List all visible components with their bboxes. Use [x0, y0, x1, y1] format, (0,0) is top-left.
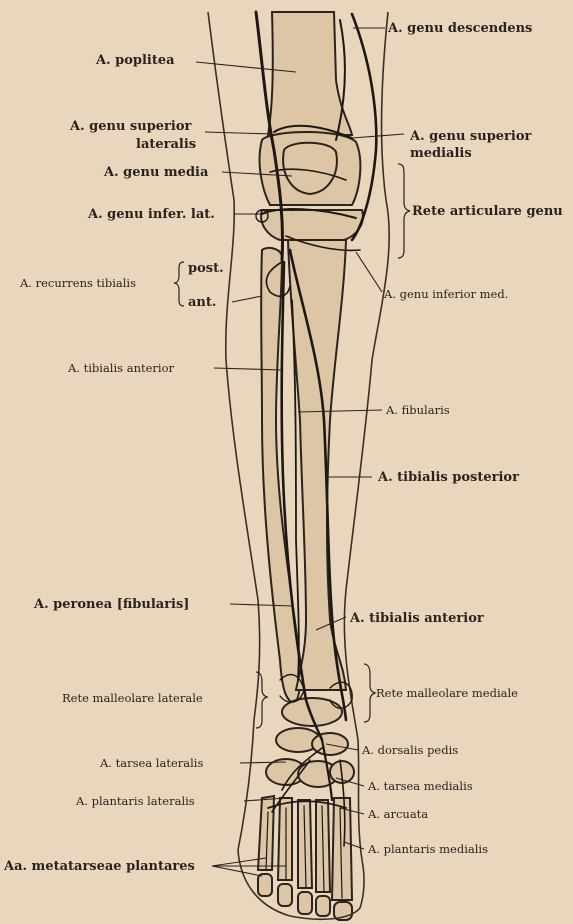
label-genu-media: A. genu media — [103, 165, 209, 180]
label-tarsea-lateralis: A. tarsea lateralis — [99, 756, 203, 770]
brace-rete-articulare-genu — [398, 164, 410, 258]
label-genu-superior-lateralis-1: A. genu superior — [69, 119, 192, 134]
label-arcuata: A. arcuata — [367, 807, 428, 821]
label-post: post. — [188, 261, 224, 276]
label-tarsea-medialis: A. tarsea medialis — [367, 779, 473, 793]
tibial-plateau — [261, 210, 363, 240]
label-genu-superior-medialis-2: medialis — [410, 146, 472, 161]
label-genu-superior-lateralis-2: lateralis — [136, 137, 196, 152]
skin-outline-lateral — [208, 12, 260, 850]
label-tibialis-anterior-upper: A. tibialis anterior — [67, 361, 175, 375]
label-peronea-fibularis: A. peronea [fibularis] — [33, 597, 189, 612]
label-ant: ant. — [188, 295, 216, 310]
label-genu-superior-medialis-1: A. genu superior — [409, 129, 532, 144]
label-rete-malleolare-mediale: Rete malleolare mediale — [376, 686, 518, 700]
brace-recurrens-tibialis — [175, 262, 184, 306]
label-dorsalis-pedis: A. dorsalis pedis — [361, 743, 458, 757]
label-genu-inferior-med: A. genu inferior med. — [383, 287, 508, 301]
label-genu-infer-lat: A. genu infer. lat. — [87, 207, 215, 222]
tibia-bone — [288, 240, 346, 690]
artery-genu-descendens — [352, 14, 376, 240]
label-poplitea: A. poplitea — [95, 53, 175, 68]
label-plantaris-medialis: A. plantaris medialis — [367, 842, 488, 856]
label-metatarseae-plantares: Aa. metatarseae plantares — [3, 859, 195, 874]
label-rete-articulare-genu: Rete articulare genu — [412, 204, 563, 219]
label-recurrens-tibialis: A. recurrens tibialis — [19, 276, 136, 290]
label-tibialis-anterior-lower: A. tibialis anterior — [349, 611, 484, 626]
label-tibialis-posterior: A. tibialis posterior — [377, 470, 519, 485]
label-plantaris-lateralis: A. plantaris lateralis — [75, 794, 195, 808]
label-rete-malleolare-laterale: Rete malleolare laterale — [62, 691, 203, 705]
label-fibularis: A. fibularis — [385, 403, 450, 417]
brace-rete-malleolare-mediale — [364, 664, 375, 722]
label-genu-descendens: A. genu descendens — [387, 21, 532, 36]
leg-drawing — [208, 12, 389, 920]
femur-bone — [268, 12, 352, 135]
